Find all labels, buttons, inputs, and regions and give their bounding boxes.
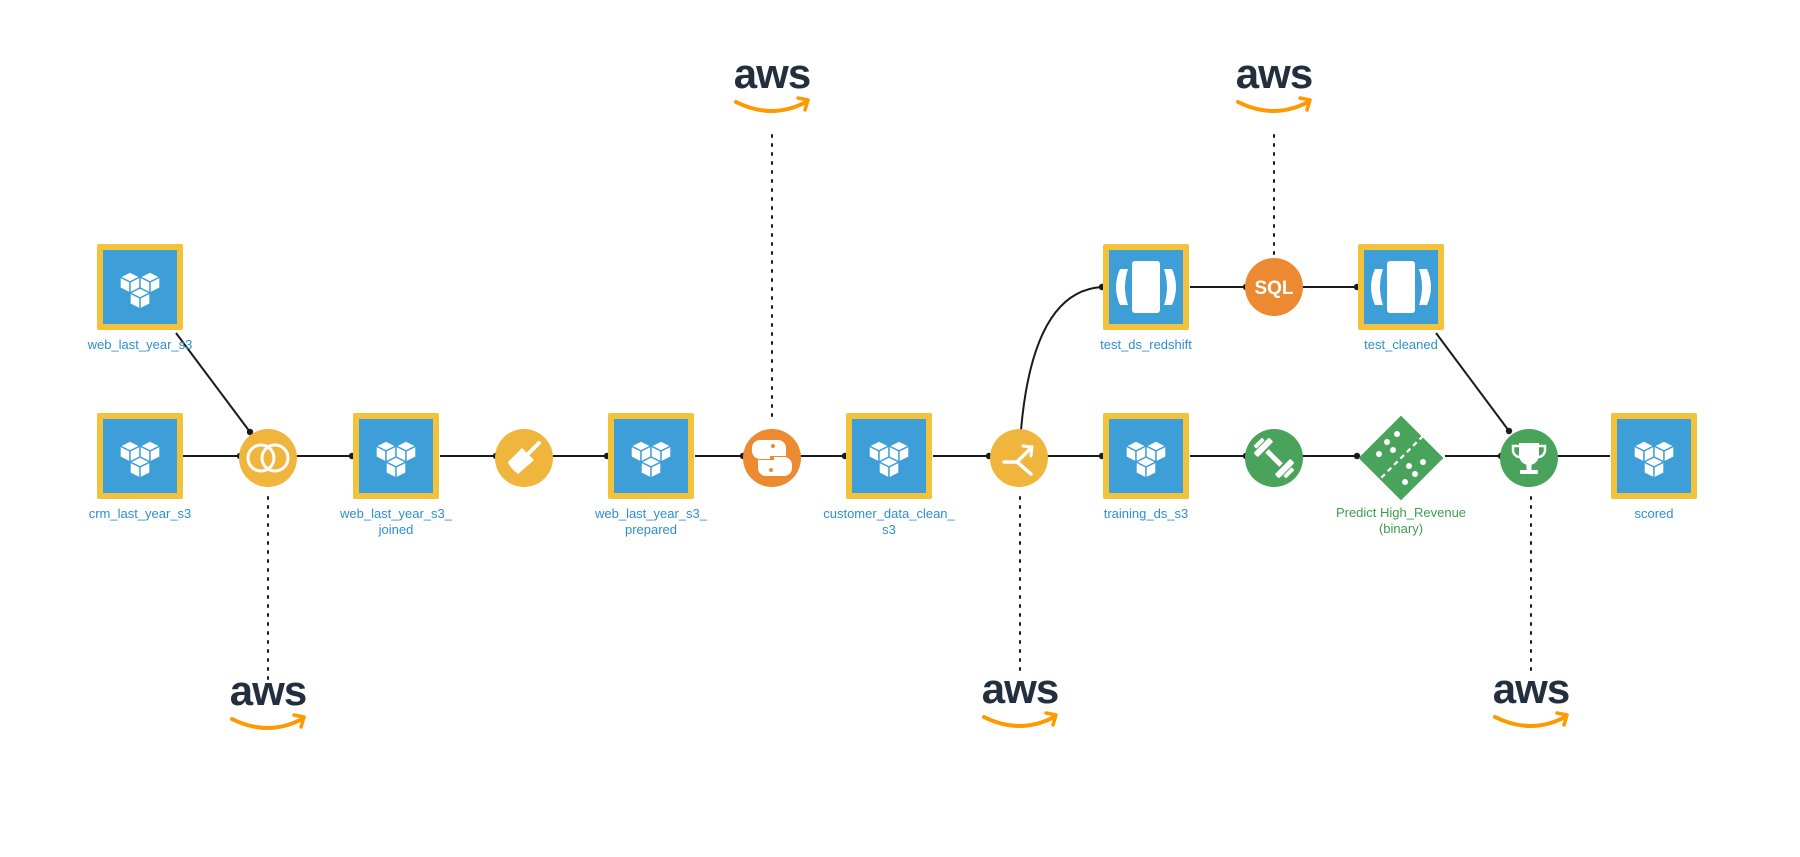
train-dumbbell-icon — [1253, 437, 1295, 479]
dataset-label-line: test_cleaned — [1364, 337, 1438, 352]
s3-cubes-icon — [118, 440, 162, 480]
edge-web-to-join — [175, 332, 251, 433]
dataset-label-line: s3 — [882, 522, 896, 537]
s3-cubes-icon — [118, 271, 162, 311]
dataset-label-line: joined — [378, 522, 414, 537]
aws-logo: aws — [230, 667, 307, 730]
aws-logo-text: aws — [1493, 665, 1569, 712]
aws-smile-icon — [734, 100, 808, 113]
score-trophy-icon — [1511, 443, 1547, 474]
dataset-label-line: customer_data_clean_ — [823, 506, 955, 521]
edge-cleaned-to-score — [1435, 332, 1510, 432]
join-icon — [246, 443, 290, 473]
edge-split-to-redshift — [1020, 286, 1103, 431]
aws-logos: aws aws aws aws aws — [230, 50, 1570, 730]
model-node[interactable]: Predict High_Revenue(binary) — [1336, 415, 1466, 536]
dataset-label-line: prepared — [625, 522, 677, 537]
aws-logo-text: aws — [230, 667, 306, 714]
s3-cubes-icon — [374, 440, 418, 480]
dataset-node[interactable]: web_last_year_s3_prepared — [594, 413, 708, 537]
aws-smile-icon — [982, 715, 1056, 728]
python-icon — [752, 440, 792, 476]
s3-cubes-icon — [1124, 440, 1168, 480]
dataset-label: scored — [1634, 506, 1673, 521]
dataset-label-line: training_ds_s3 — [1104, 506, 1189, 521]
aws-smile-icon — [1493, 715, 1567, 728]
aws-logo: aws — [1493, 665, 1570, 728]
dataset-node[interactable]: training_ds_s3 — [1103, 413, 1189, 521]
aws-logo: aws — [1236, 50, 1313, 113]
recipe-node[interactable] — [990, 429, 1048, 487]
edge-connector-dot — [1505, 427, 1513, 435]
edge-connector-dot — [246, 428, 254, 436]
model-label: Predict High_Revenue(binary) — [1336, 505, 1466, 536]
recipe-node[interactable] — [495, 429, 553, 487]
aws-smile-icon — [1236, 100, 1310, 113]
recipe-node[interactable] — [1500, 429, 1558, 487]
dataset-label-line: crm_last_year_s3 — [89, 506, 192, 521]
recipe-node[interactable] — [1245, 429, 1303, 487]
aws-logo: aws — [982, 665, 1059, 728]
recipe-node[interactable]: SQL — [1245, 258, 1303, 316]
s3-cubes-icon — [629, 440, 673, 480]
model-icon — [1374, 431, 1428, 485]
dataset-node[interactable]: crm_last_year_s3 — [89, 413, 192, 521]
redshift-icon — [1116, 261, 1176, 313]
dataset-node[interactable]: scored — [1611, 413, 1697, 521]
split-icon — [1002, 444, 1034, 476]
model-label-line: Predict High_Revenue — [1336, 505, 1466, 520]
model-label-line: (binary) — [1379, 521, 1423, 536]
dataset-label: web_last_year_s3 — [87, 337, 193, 352]
aws-links — [267, 134, 1532, 681]
s3-cubes-icon — [867, 440, 911, 480]
dataset-label-line: web_last_year_s3_ — [339, 506, 453, 521]
redshift-icon — [1371, 261, 1431, 313]
dataset-label: crm_last_year_s3 — [89, 506, 192, 521]
dataset-label: web_last_year_s3_joined — [339, 506, 453, 537]
prepare-broom-icon — [508, 441, 541, 474]
dataset-node[interactable]: test_ds_redshift — [1100, 244, 1192, 352]
dataset-label-line: scored — [1634, 506, 1673, 521]
aws-logo-text: aws — [734, 50, 810, 97]
aws-smile-icon — [230, 717, 304, 730]
dataset-label: training_ds_s3 — [1104, 506, 1189, 521]
dataset-label-line: web_last_year_s3 — [87, 337, 193, 352]
edge-connector-dot — [1353, 452, 1361, 460]
sql-icon: SQL — [1254, 278, 1293, 299]
recipe-node[interactable] — [743, 429, 801, 487]
dataset-node[interactable]: web_last_year_s3 — [87, 244, 193, 352]
dataset-label-line: test_ds_redshift — [1100, 337, 1192, 352]
dataset-label: web_last_year_s3_prepared — [594, 506, 708, 537]
dataset-node[interactable]: web_last_year_s3_joined — [339, 413, 453, 537]
dataset-node[interactable]: test_cleaned — [1358, 244, 1444, 352]
s3-cubes-icon — [1632, 440, 1676, 480]
sql-text: SQL — [1254, 278, 1293, 299]
dataset-label-line: web_last_year_s3_ — [594, 506, 708, 521]
aws-logo-text: aws — [1236, 50, 1312, 97]
dataset-label: test_ds_redshift — [1100, 337, 1192, 352]
recipe-node[interactable] — [239, 429, 297, 487]
dataset-node[interactable]: customer_data_clean_s3 — [823, 413, 956, 537]
flow-nodes: web_last_year_s3 crm_last_year_s3 web_last… — [87, 244, 1697, 537]
dataset-label: customer_data_clean_s3 — [823, 506, 955, 537]
aws-logo-text: aws — [982, 665, 1058, 712]
aws-logo: aws — [734, 50, 811, 113]
dataset-label: test_cleaned — [1364, 337, 1438, 352]
